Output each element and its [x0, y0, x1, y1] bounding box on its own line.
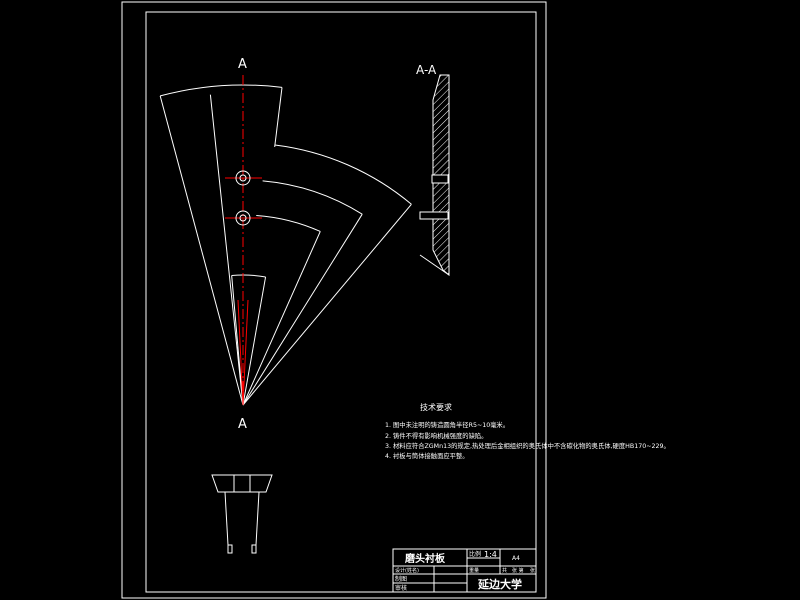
fan-outline-segment — [242, 276, 267, 406]
sheet-size: A4 — [512, 555, 520, 562]
tech-requirement-1: 1. 图中未注明的铸造圆角半径R5~10毫米。 — [385, 420, 509, 429]
liner-plan-view — [159, 84, 412, 406]
section-bolt — [419, 211, 449, 220]
sheet-number-label: 张 第 — [512, 567, 524, 574]
fan-outline-segment — [242, 213, 363, 406]
fan-outline-segment — [242, 231, 321, 406]
section-label-top: A — [238, 57, 247, 72]
section-label-bottom: A — [238, 417, 247, 432]
tech-requirement-2: 2. 铸件不得有影响机械强度的缺陷。 — [385, 431, 487, 440]
bolt-holes — [235, 170, 251, 226]
scale-label: 比例 — [469, 550, 481, 558]
reviewer-label: 审核 — [395, 584, 407, 592]
fan-outline-segment — [159, 95, 244, 406]
section-view-title: A-A — [416, 63, 437, 77]
sheet-count-label: 共 — [502, 567, 507, 574]
apex-taper — [237, 299, 249, 406]
fan-outline-segment — [274, 87, 283, 147]
sheet-number-suffix: 张 — [530, 567, 535, 574]
centerlines — [225, 75, 262, 405]
tech-requirement-3: 3. 材料应符合ZGMn13的规定,热处理后金相组织的奥氏体中不含碳化物的奥氏体… — [385, 441, 670, 450]
scale-value: 1:4 — [484, 550, 497, 559]
part-name: 磨头衬板 — [404, 552, 446, 565]
designer-label: 制图 — [395, 575, 407, 583]
fan-outline-segment — [231, 274, 266, 278]
fan-outline-segment — [262, 180, 363, 215]
fan-outline-segment — [231, 275, 244, 406]
tech-requirements-title: 技术要求 — [420, 402, 452, 412]
fan-outline-segment — [242, 203, 412, 406]
inner-frame — [145, 11, 537, 593]
title-block — [392, 548, 537, 593]
weight-label: 重量 — [469, 567, 479, 574]
fan-outline-segment — [256, 214, 321, 232]
liner-side-view — [211, 474, 273, 554]
tech-requirement-4: 4. 衬板与筒体接触面应平整。 — [385, 451, 469, 460]
fan-outline-segment — [209, 94, 244, 406]
outer-border — [121, 1, 547, 599]
fan-outline-segment — [160, 84, 283, 97]
school-name: 延边大学 — [477, 577, 522, 591]
fan-outline-segment — [274, 144, 412, 205]
section-bolt-hole — [431, 174, 449, 184]
designer-name-label: 设计(姓名) — [395, 567, 419, 574]
